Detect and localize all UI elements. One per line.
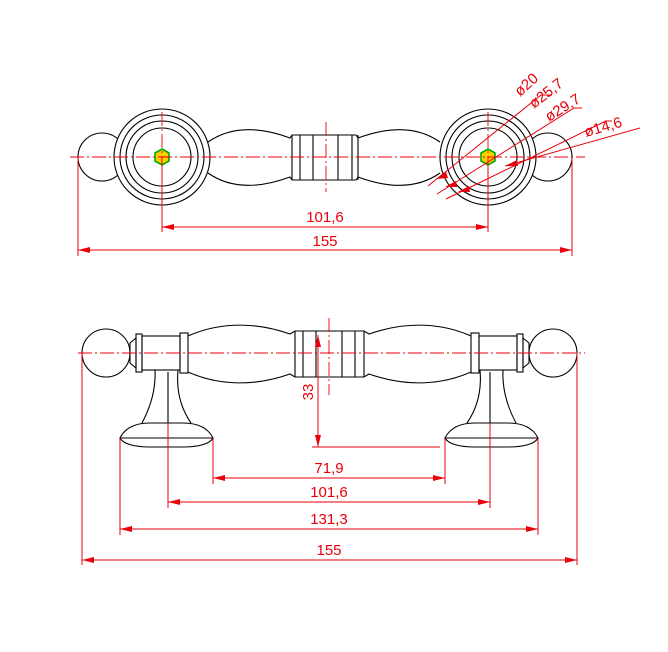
dimension-155-side: 155 — [82, 542, 577, 563]
dimension-label: 155 — [312, 233, 337, 250]
dimension-155-top: 155 — [78, 233, 572, 253]
dimension-label: 33 — [300, 384, 317, 401]
dimension-label: 101,6 — [310, 484, 348, 501]
dimension-label: 101,6 — [306, 209, 344, 226]
top-view: 101,6 155 ø20 ø25,7 ø29,7 ø14,6 — [70, 70, 641, 256]
dimension-33: 33 — [300, 335, 321, 447]
handle-body-top — [207, 129, 441, 186]
dimension-71-9: 71,9 — [213, 460, 445, 481]
dimension-101-6-top: 101,6 — [162, 209, 488, 230]
side-view: 33 71,9 101,6 131,3 155 — [78, 318, 585, 565]
right-post-base — [444, 369, 539, 448]
dimension-label: 131,3 — [310, 511, 348, 528]
left-post-base — [119, 369, 214, 448]
handle-body-side — [187, 324, 472, 384]
dimension-131-3: 131,3 — [120, 511, 538, 532]
dimension-101-6-side: 101,6 — [168, 484, 490, 505]
dimension-label: 155 — [316, 542, 341, 559]
dimension-label: 71,9 — [314, 460, 343, 477]
diameter-label: ø14,6 — [582, 114, 624, 141]
